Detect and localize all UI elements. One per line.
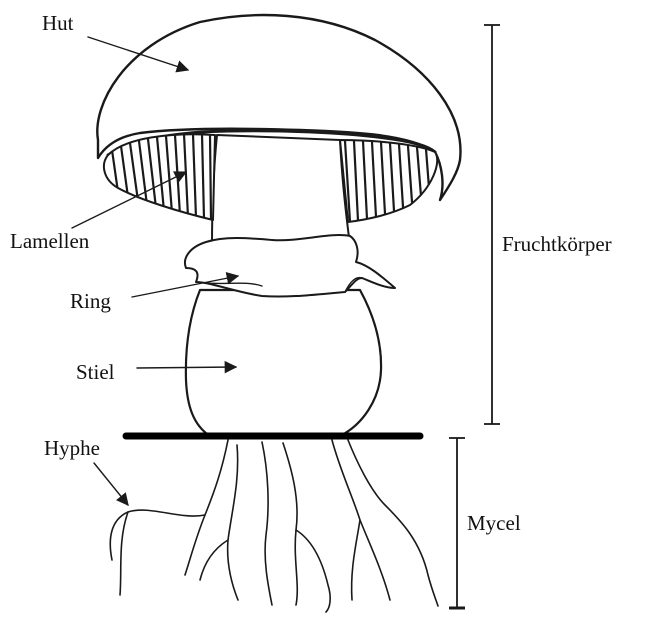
label-lamellen: Lamellen [10,229,90,253]
fruchtkoerper-bracket [484,25,500,424]
hyphe-arrow [94,463,128,505]
label-fruchtkoerper: Fruchtkörper [502,232,612,256]
ring-shape [185,235,395,296]
label-ring: Ring [70,289,111,313]
label-stiel: Stiel [76,360,115,384]
mycel-hyphae [110,440,438,612]
stiel-arrow [137,367,236,368]
label-hyphe: Hyphe [44,436,100,460]
mycel-bracket [449,438,465,608]
label-hut: Hut [42,11,74,35]
label-mycel: Mycel [467,511,521,535]
